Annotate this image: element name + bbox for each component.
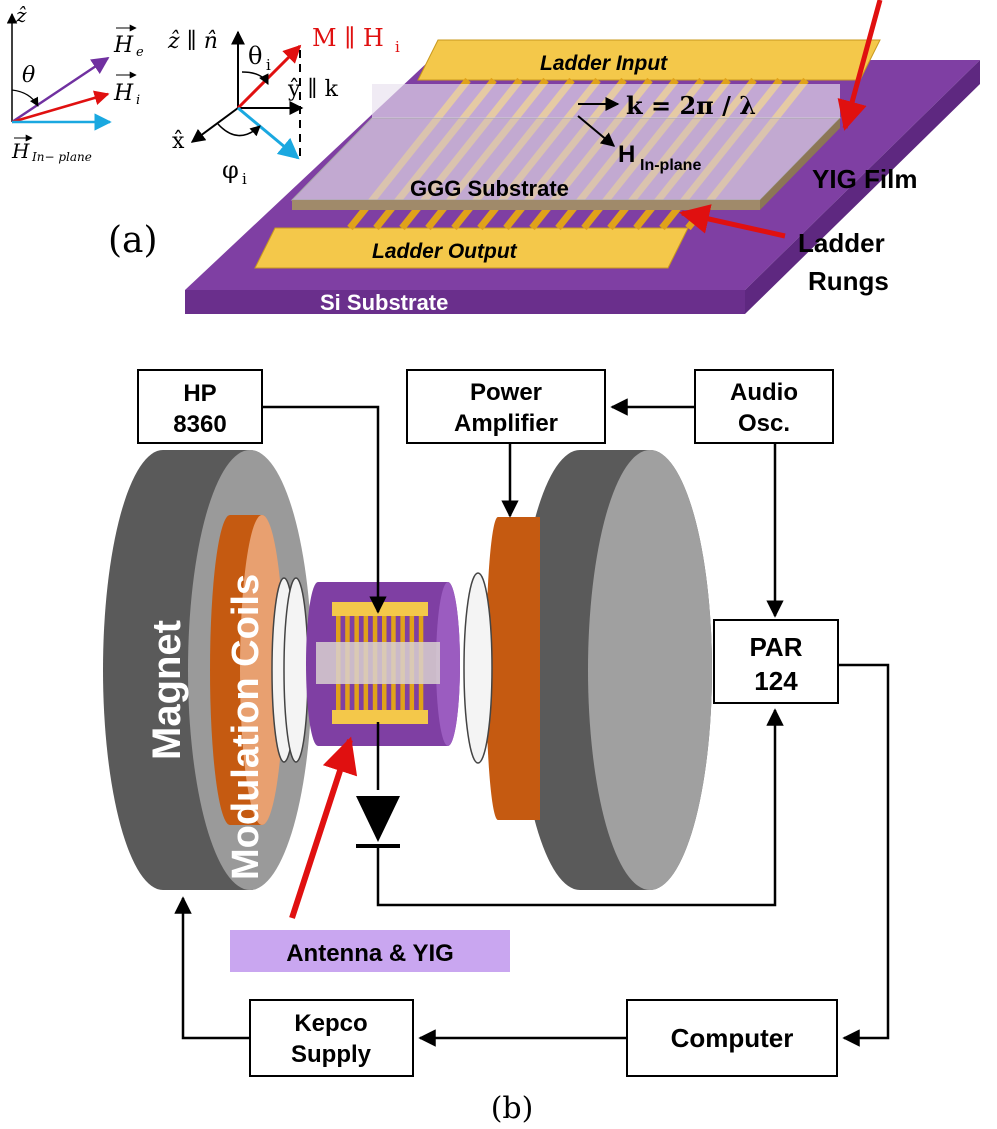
power-amplifier-line2: Amplifier — [454, 410, 558, 437]
phi-i-subscript: i — [242, 170, 247, 188]
par-124-line2: 124 — [754, 666, 798, 696]
power-amplifier-box — [406, 369, 606, 444]
ladder-rungs-label-1: Ladder — [798, 228, 885, 258]
audio-osc-line1: Audio — [730, 379, 798, 406]
theta-i-label: θ — [248, 42, 262, 70]
H-e-vector — [11, 56, 110, 124]
ggg-substrate-side — [760, 118, 840, 210]
M-parallel-H-label: M ∥ H — [312, 24, 384, 52]
antenna-sample — [306, 582, 460, 746]
theta-arc — [11, 89, 39, 107]
ggg-substrate-label: GGG Substrate — [410, 176, 569, 201]
H-inplane-label: H — [11, 139, 30, 163]
hp-8360-line1: HP — [183, 380, 216, 407]
x-label: x̂ — [172, 129, 185, 154]
H-e-label: H — [113, 33, 134, 58]
audio-osc-line2: Osc. — [738, 410, 790, 437]
theta-i-arc — [241, 71, 269, 85]
ggg-substrate-front — [292, 200, 760, 210]
hp-8360-line2: 8360 — [173, 411, 226, 438]
H-i-label: H — [113, 81, 134, 106]
M-vector — [236, 44, 302, 110]
si-substrate-side — [745, 60, 980, 314]
part-b-label: (b) — [491, 1091, 534, 1126]
ladder-output-label: Ladder Output — [372, 240, 518, 263]
left-magnet: Magnet Modulation Coils — [103, 450, 312, 890]
par-124-line1: PAR — [750, 632, 803, 662]
right-magnet-face — [588, 450, 712, 890]
hp-8360-box — [137, 369, 263, 444]
M-H-subscript: i — [395, 38, 400, 56]
antenna-bottom-bar — [332, 710, 428, 724]
part-a-label: (a) — [108, 220, 158, 261]
instrument-boxes: HP 8360 Power Amplifier Audio Osc. PAR 1… — [137, 369, 839, 1077]
z-n-label: ẑ ∥ n̂ — [167, 29, 218, 54]
par-124-box — [713, 619, 839, 704]
coil-ring-2 — [283, 577, 309, 763]
ggg-substrate-back — [372, 84, 840, 118]
right-ring — [463, 572, 493, 764]
theta-label: θ — [22, 63, 35, 88]
right-coil — [485, 517, 540, 820]
computer-label: Computer — [671, 1023, 794, 1053]
modulation-coils-label: Modulation Coils — [225, 574, 267, 880]
device-stack: Si Substrate Ladder Input Ladder Output … — [185, 0, 980, 315]
vector-diagram: ẑ θ H e H i H In− plane — [6, 3, 144, 164]
right-magnet — [463, 450, 712, 890]
modulation-coil-face — [240, 515, 284, 825]
z-axis-label: ẑ — [15, 3, 27, 27]
antenna-yig-label: Antenna & YIG — [286, 940, 454, 967]
yig-film-pointer — [837, 0, 883, 131]
yig-sample — [316, 642, 440, 684]
kepco-supply-line2: Supply — [291, 1041, 372, 1068]
h-inplane-subscript: In-plane — [640, 157, 701, 174]
phi-i-label: φ — [222, 156, 239, 184]
yig-film-label: YIG Film — [812, 164, 917, 194]
wiring — [174, 398, 890, 1047]
x-axis — [190, 107, 239, 143]
hp-to-antenna-line — [262, 405, 387, 614]
computer-box — [626, 999, 838, 1077]
antenna-pointer — [289, 736, 358, 919]
si-substrate-label: Si Substrate — [320, 290, 448, 315]
power-amplifier-line1: Power — [470, 379, 542, 406]
projection-vector — [237, 106, 300, 160]
ladder-rungs-label-2: Rungs — [808, 266, 889, 296]
antenna-label-bg — [230, 930, 510, 972]
h-inplane-arrow — [577, 115, 616, 147]
antenna-top-bar — [332, 602, 428, 616]
sample-holder-face — [436, 582, 460, 746]
H-inplane-subscript: In− plane — [31, 150, 92, 164]
ladder-rungs-pointer — [679, 204, 786, 239]
diode-to-par-line — [376, 708, 784, 907]
magnet-label: Magnet — [145, 620, 189, 760]
kepco-to-magnet-line — [174, 896, 250, 1040]
phi-i-arc — [217, 123, 261, 137]
ladder-input-pad — [417, 39, 881, 81]
H-i-vector — [11, 90, 110, 124]
h-inplane-label: H — [618, 141, 635, 168]
kepco-supply-box — [249, 999, 414, 1077]
audio-osc-box — [694, 369, 834, 444]
si-substrate-front — [185, 290, 745, 314]
kepco-supply-line1: Kepco — [294, 1010, 367, 1037]
theta-i-subscript: i — [266, 56, 271, 74]
ladder-input-label: Ladder Input — [540, 52, 668, 75]
par-to-computer-line — [838, 663, 890, 1047]
H-e-subscript: e — [136, 45, 144, 60]
diode-icon — [356, 796, 400, 848]
y-k-label: ŷ ∥ k — [287, 77, 339, 102]
H-i-subscript: i — [136, 93, 140, 108]
coordinate-diagram: ẑ ∥ n̂ ŷ ∥ k x̂ θ i φ i M ∥ H i — [167, 24, 400, 188]
k-relation-label: k = 2π / λ — [626, 91, 756, 120]
